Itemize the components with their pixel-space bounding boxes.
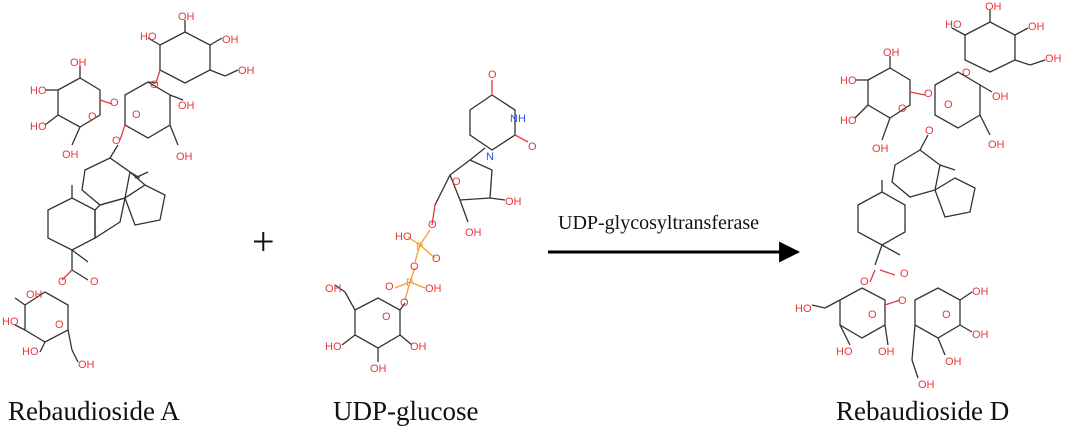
svg-text:O: O (428, 219, 437, 231)
svg-text:OH: OH (178, 100, 195, 112)
svg-text:O: O (962, 67, 971, 79)
svg-text:HO: HO (22, 346, 39, 358)
svg-text:O: O (385, 281, 394, 293)
caption-udp-glucose: UDP-glucose (333, 396, 479, 426)
svg-text:HO: HO (795, 303, 812, 315)
svg-text:OH: OH (78, 359, 95, 371)
svg-text:OH: OH (370, 363, 387, 375)
svg-text:P: P (416, 241, 423, 253)
svg-text:O: O (432, 253, 441, 265)
enzyme-label: UDP-glycosyltransferase (558, 212, 760, 234)
svg-text:OH: OH (178, 11, 195, 23)
svg-text:OH: OH (238, 65, 255, 77)
caption-rebaudioside-a: Rebaudioside A (8, 396, 180, 426)
svg-text:HO: HO (840, 75, 857, 87)
svg-text:HO: HO (30, 121, 47, 133)
svg-text:HO: HO (945, 19, 962, 31)
svg-text:OH: OH (883, 47, 900, 59)
svg-text:O: O (898, 295, 907, 307)
svg-text:OH: OH (26, 289, 43, 301)
svg-text:OH: OH (992, 91, 1009, 103)
svg-text:HO: HO (840, 115, 857, 127)
svg-text:OH: OH (878, 346, 895, 358)
svg-text:O: O (944, 99, 953, 111)
svg-text:O: O (868, 309, 877, 321)
svg-text:O: O (88, 111, 97, 123)
svg-text:O: O (400, 297, 409, 309)
svg-text:HO: HO (140, 31, 157, 43)
svg-text:O: O (528, 141, 537, 153)
svg-text:OH: OH (62, 149, 79, 161)
svg-text:OH: OH (972, 329, 989, 341)
svg-text:OH: OH (1028, 21, 1045, 33)
svg-text:O: O (452, 176, 461, 188)
svg-text:HO: HO (2, 316, 19, 328)
svg-text:OH: OH (972, 286, 989, 298)
svg-text:OH: OH (425, 283, 442, 295)
svg-text:OH: OH (465, 227, 482, 239)
svg-text:O: O (924, 88, 933, 100)
svg-text:O: O (410, 261, 419, 273)
svg-text:P: P (406, 277, 413, 289)
svg-text:OH: OH (325, 283, 342, 295)
svg-text:OH: OH (1045, 53, 1062, 65)
plus-sign: + (252, 219, 275, 264)
svg-text:OH: OH (945, 356, 962, 368)
svg-text:HO: HO (836, 346, 853, 358)
svg-text:OH: OH (70, 57, 87, 69)
svg-text:O: O (55, 319, 64, 331)
svg-text:NH: NH (510, 113, 526, 125)
svg-text:HO: HO (325, 341, 342, 353)
svg-text:OH: OH (176, 151, 193, 163)
svg-text:OH: OH (222, 34, 239, 46)
svg-text:HO: HO (30, 85, 47, 97)
rebaudioside-d-structure: OH HO OH OH O OH HO HO O OH O OH OH O O … (795, 1, 1062, 391)
svg-text:O: O (132, 109, 141, 121)
svg-text:OH: OH (872, 143, 889, 155)
svg-text:OH: OH (988, 139, 1005, 151)
caption-rebaudioside-d: Rebaudioside D (836, 396, 1010, 426)
svg-text:OH: OH (985, 1, 1002, 13)
svg-text:O: O (110, 97, 119, 109)
svg-text:O: O (925, 125, 934, 137)
svg-text:O: O (58, 276, 67, 288)
svg-text:O: O (150, 79, 159, 91)
svg-text:O: O (112, 135, 121, 147)
svg-text:O: O (488, 69, 497, 81)
svg-text:OH: OH (410, 341, 427, 353)
svg-text:O: O (90, 276, 99, 288)
svg-text:N: N (486, 151, 494, 163)
udp-glucose-structure: O O O OH OH O HO O O O OH O OH O HO OH O… (325, 69, 537, 375)
svg-text:OH: OH (505, 196, 522, 208)
svg-text:O: O (382, 311, 391, 323)
svg-text:O: O (900, 268, 909, 280)
svg-text:O: O (898, 103, 907, 115)
svg-text:O: O (860, 276, 869, 288)
svg-text:O: O (942, 309, 951, 321)
svg-text:HO: HO (395, 231, 412, 243)
svg-text:OH: OH (918, 379, 935, 391)
rebaudioside-a-structure: OH OH HO OH O OH HO HO O OH O OH OH O O … (2, 11, 255, 371)
